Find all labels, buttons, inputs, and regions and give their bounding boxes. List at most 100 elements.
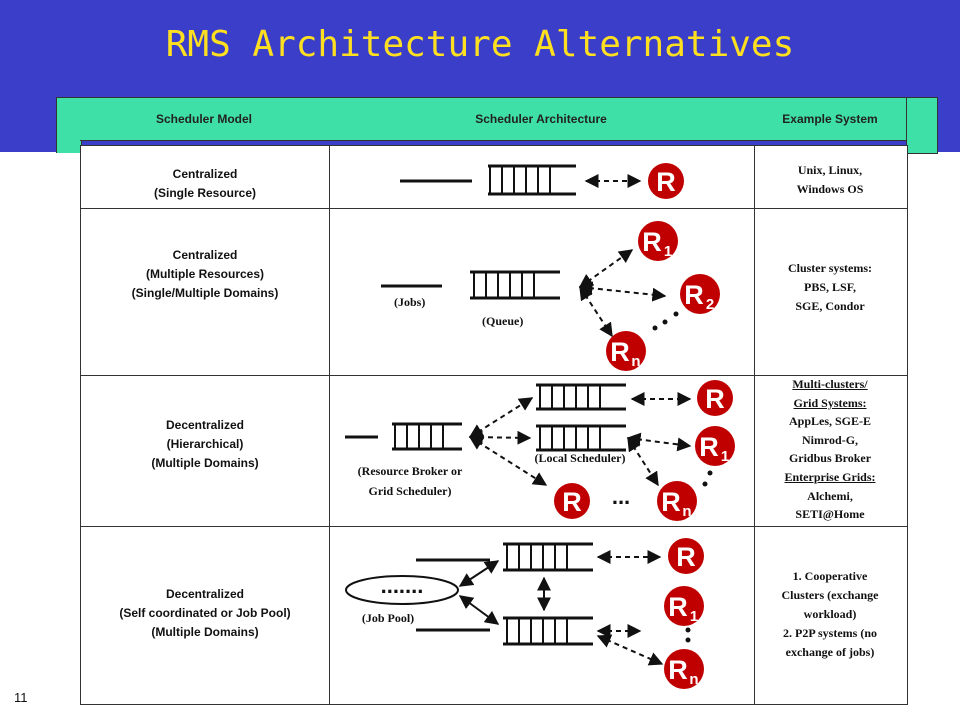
- ellipsis-dots: [702, 470, 713, 487]
- model-line: (Hierarchical): [166, 437, 244, 451]
- broker-label-line2: Grid Scheduler): [369, 484, 452, 498]
- table-header: Scheduler Model Scheduler Architecture E…: [80, 97, 906, 141]
- model-line: (Multiple Domains): [151, 456, 259, 470]
- row-divider: [81, 145, 907, 146]
- example-row1: Unix, Linux, Windows OS: [755, 161, 905, 199]
- dispatch-arrow: [578, 281, 667, 302]
- resource-rn: R n: [606, 331, 646, 371]
- example-line: SGE, Condor: [795, 299, 865, 313]
- pool-arrow: [458, 595, 500, 625]
- example-line: Cluster systems:: [787, 261, 873, 275]
- header-scheduler-architecture: Scheduler Architecture: [475, 112, 607, 126]
- example-line: 1. Cooperative: [792, 569, 868, 583]
- header-right-bar: [906, 97, 938, 154]
- example-row2: Cluster systems: PBS, LSF, SGE, Condor: [755, 259, 905, 316]
- model-centralized-multiple: Centralized (Multiple Resources) (Single…: [81, 246, 329, 303]
- header-example-system: Example System: [782, 112, 878, 126]
- page-number: 11: [14, 690, 28, 705]
- dispatch-arrow: [579, 285, 613, 338]
- svg-text:1: 1: [721, 448, 729, 465]
- example-line: 2. P2P systems (no: [783, 626, 877, 640]
- column-divider: [754, 145, 755, 705]
- local-scheduler-label: (Local Scheduler): [535, 451, 626, 465]
- svg-text:R: R: [699, 432, 719, 462]
- model-line: Decentralized: [165, 587, 245, 601]
- ellipsis-dots: [652, 311, 679, 331]
- model-line: (Multiple Resources): [145, 267, 265, 281]
- dispatch-arrow: [578, 249, 634, 288]
- example-line: Enterprise Grids:: [784, 469, 876, 484]
- resource-r1: R 1: [664, 586, 704, 626]
- ellipsis-dots: [685, 627, 691, 643]
- row-divider: [81, 704, 907, 705]
- svg-text:2: 2: [706, 296, 714, 313]
- resource-r: R: [697, 380, 733, 416]
- svg-text:n: n: [689, 671, 698, 688]
- svg-text:R: R: [642, 227, 662, 257]
- svg-text:1: 1: [664, 243, 672, 260]
- example-row4: 1. Cooperative Clusters (exchange worklo…: [755, 567, 905, 662]
- resource-r: R: [648, 163, 684, 199]
- example-line: Multi-clusters/: [792, 377, 868, 391]
- model-line: (Multiple Domains): [151, 625, 259, 639]
- model-line: Decentralized: [165, 418, 245, 432]
- ellipsis: ...: [612, 484, 630, 509]
- svg-text:R: R: [610, 337, 630, 367]
- resource-r2: R 2: [680, 274, 720, 314]
- dispatch-arrow: [626, 432, 692, 452]
- model-decentralized-jobpool: Decentralized (Self coordinated or Job P…: [81, 585, 329, 642]
- column-divider: [329, 145, 330, 705]
- queue-icon: [470, 270, 560, 300]
- jobs-label: (Jobs): [394, 295, 425, 309]
- row-divider: [81, 208, 907, 209]
- svg-text:R: R: [562, 487, 582, 517]
- model-centralized-single: Centralized (Single Resource): [81, 165, 329, 203]
- queue-icon: [488, 164, 576, 196]
- example-line: Clusters (exchange: [781, 588, 879, 602]
- svg-text:n: n: [682, 503, 691, 520]
- queue-icon: [503, 542, 593, 572]
- resource-rn: R n: [664, 649, 704, 689]
- example-line: Alchemi,: [807, 488, 853, 503]
- pool-dots: .......: [381, 573, 424, 598]
- job-pool-ellipse: .......: [345, 573, 459, 605]
- resource-r: R: [554, 483, 590, 519]
- job-pool-label: (Job Pool): [362, 611, 414, 625]
- resource-r1: R 1: [695, 426, 735, 466]
- svg-text:R: R: [705, 384, 725, 414]
- model-line: Centralized: [172, 248, 238, 262]
- example-line: Nimrod-G,: [801, 432, 859, 447]
- svg-text:R: R: [668, 655, 688, 685]
- queue-label: (Queue): [482, 314, 523, 328]
- model-decentralized-hierarchical: Decentralized (Hierarchical) (Multiple D…: [81, 416, 329, 473]
- local-queue-icon: [536, 424, 626, 452]
- row-divider: [81, 526, 907, 527]
- queue-icon: [503, 616, 593, 646]
- model-line: (Single Resource): [153, 186, 257, 200]
- example-line: Unix, Linux,: [797, 163, 863, 177]
- dispatch-arrow: [627, 436, 659, 487]
- broker-label-line1: (Resource Broker or: [358, 464, 463, 478]
- dispatch-arrow: [596, 634, 664, 666]
- local-queue-icon: [536, 383, 626, 411]
- svg-text:R: R: [656, 167, 676, 197]
- resource-r: R: [668, 538, 704, 574]
- pool-arrow: [458, 560, 500, 587]
- svg-text:1: 1: [690, 608, 698, 625]
- broker-queue-icon: [392, 422, 462, 451]
- dispatch-arrow: [468, 430, 532, 445]
- header-left-bar: [56, 97, 82, 153]
- example-line: Gridbus Broker: [788, 451, 872, 466]
- header-scheduler-model: Scheduler Model: [155, 112, 253, 126]
- example-line: PBS, LSF,: [804, 280, 856, 294]
- svg-text:R: R: [684, 280, 704, 310]
- example-row3: Multi-clusters/ Grid Systems: AppLes, SG…: [755, 375, 905, 524]
- page-title: RMS Architecture Alternatives: [165, 24, 795, 65]
- svg-text:n: n: [631, 353, 640, 370]
- svg-text:R: R: [668, 592, 688, 622]
- example-line: Windows OS: [796, 182, 864, 196]
- example-line: Grid Systems:: [793, 395, 867, 410]
- resource-rn: R n: [657, 481, 697, 521]
- example-line: AppLes, SGE-E: [788, 414, 872, 429]
